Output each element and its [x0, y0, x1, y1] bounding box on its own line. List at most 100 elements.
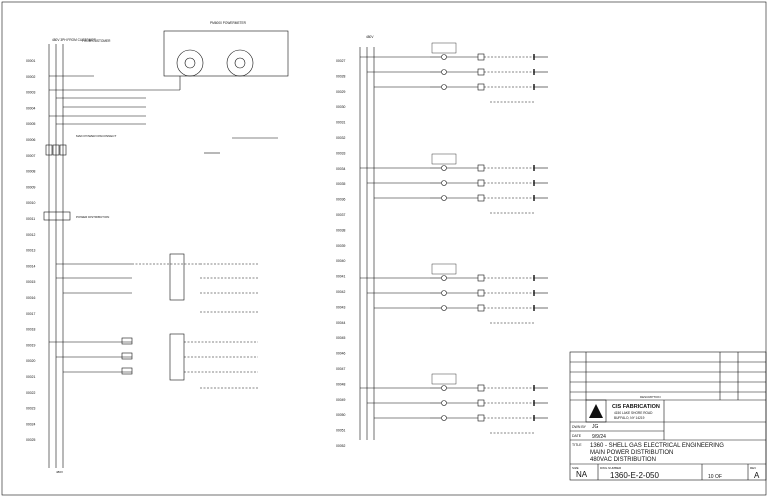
current-transformer-block-1	[169, 253, 185, 301]
rung-number: 00030	[336, 105, 346, 109]
motor-branch-group	[360, 373, 548, 434]
title-block: DESCRIPTION CIS FABRICATION 4150 LAKE SH…	[569, 351, 767, 481]
rung-number: 00041	[336, 275, 346, 279]
distribution-terminal-block	[43, 211, 71, 221]
size-label: SIZE	[572, 466, 579, 470]
dwg-number-label: DWG NUMBER	[600, 466, 622, 470]
rung-number: 00009	[26, 185, 36, 189]
contactor-symbol	[477, 289, 485, 297]
revision-description-label: DESCRIPTION	[640, 395, 661, 399]
rung-number: 00021	[26, 375, 36, 379]
contactor-symbol	[477, 399, 485, 407]
rung-number: 00036	[336, 198, 346, 202]
rung-number: 00039	[336, 244, 346, 248]
motor-branch-group	[360, 263, 548, 324]
contactor-symbol	[477, 53, 485, 61]
branch-circuit-group-1	[56, 253, 258, 313]
rung-number: 00012	[26, 233, 36, 237]
breaker-symbol	[441, 415, 447, 421]
drawn-by-label: DWN BY	[572, 425, 587, 429]
rung-number: 00010	[26, 201, 36, 205]
rung-number: 00002	[26, 75, 36, 79]
rung-number: 00023	[26, 407, 36, 411]
contactor-symbol	[477, 194, 485, 202]
rung-number: 00013	[26, 249, 36, 253]
breaker-symbol	[441, 84, 447, 90]
rung-number: 00044	[336, 321, 346, 325]
powermeter-label: PM6000 POWERMETER	[210, 21, 247, 25]
main-fuse-l2	[52, 144, 60, 156]
rung-number: 00027	[336, 59, 346, 63]
motor-branch-group	[360, 42, 548, 103]
rung-number: 00033	[336, 151, 346, 155]
rung-number: 00049	[336, 398, 346, 402]
title-label: TITLE	[572, 443, 582, 447]
motor-branch-group	[360, 153, 548, 214]
disconnect-label: MAIN POWER DISCONNECT	[76, 134, 117, 138]
drawing-title-1: 1360 - SHELL GAS ELECTRICAL ENGINEERING	[590, 443, 724, 449]
dwg-number-value: 1360-E-2-050	[610, 471, 659, 480]
date-value: 9/9/24	[592, 434, 606, 440]
branch-circuit-group-2	[49, 333, 258, 389]
rung-number: 00015	[26, 280, 36, 284]
left-ladder: 480V 3PH FROM CUSTOMER FROM CUSTOMER PM6…	[43, 21, 289, 474]
breaker-symbol	[441, 275, 447, 281]
rung-number: 00046	[336, 352, 346, 356]
right-rung-numbers: 0002700028000290003000031000320003300034…	[336, 59, 346, 448]
rung-number: 00048	[336, 382, 346, 386]
rung-number: 00018	[26, 328, 36, 332]
rung-number: 00038	[336, 228, 346, 232]
breaker-symbol	[441, 290, 447, 296]
rung-number: 00005	[26, 122, 36, 126]
contactor-symbol	[477, 414, 485, 422]
breaker-symbol	[441, 195, 447, 201]
breaker-symbol	[441, 165, 447, 171]
rung-number: 00051	[336, 429, 346, 433]
rung-number: 00043	[336, 305, 346, 309]
breaker-symbol	[441, 180, 447, 186]
company-address-2: BUFFALO, NY 14219	[614, 416, 645, 420]
contactor-symbol	[477, 83, 485, 91]
rung-number: 00008	[26, 170, 36, 174]
rung-number: 00003	[26, 91, 36, 95]
right-circuit-groups	[360, 42, 548, 434]
contactor-symbol	[477, 68, 485, 76]
breaker-symbol	[441, 54, 447, 60]
right-top-voltage-label: 480V	[366, 35, 374, 39]
rung-number: 00037	[336, 213, 346, 217]
rung-number: 00024	[26, 422, 36, 426]
rung-number: 00004	[26, 106, 36, 110]
current-transformer-block-2	[169, 333, 185, 381]
left-rung-numbers: 0000100002000030000400005000060000700008…	[26, 59, 36, 442]
right-ladder: 480V	[359, 35, 374, 440]
company-name: CIS FABRICATION	[612, 404, 660, 410]
rung-number: 00031	[336, 121, 346, 125]
rung-number: 00014	[26, 264, 36, 268]
company-logo-mark	[589, 404, 603, 418]
rung-number: 00020	[26, 359, 36, 363]
rung-number: 00011	[26, 217, 35, 221]
breaker-symbol	[441, 385, 447, 391]
rung-number: 00032	[336, 136, 346, 140]
drawing-title-2: MAIN POWER DISTRIBUTION	[590, 450, 673, 456]
ground-label: FROM CUSTOMER	[82, 39, 111, 43]
bus-label: POWER DISTRIBUTION	[76, 215, 109, 219]
drawn-by-value: JG	[592, 424, 599, 430]
bottom-voltage-label: 480V	[56, 470, 63, 474]
rung-number: 00025	[26, 438, 36, 442]
contactor-symbol	[477, 384, 485, 392]
rung-number: 00029	[336, 90, 346, 94]
rung-number: 00045	[336, 336, 346, 340]
rev-value: A	[754, 471, 760, 480]
contactor-symbol	[477, 179, 485, 187]
incoming-label: 480V 3PH FROM CUSTOMER	[52, 38, 97, 42]
current-transformer-1	[176, 49, 204, 77]
company-address-1: 4150 LAKE SHORE ROAD	[614, 411, 653, 415]
rung-number: 00007	[26, 154, 36, 158]
rev-label: REV	[750, 466, 756, 470]
rung-number: 00019	[26, 343, 36, 347]
rung-number: 00035	[336, 182, 346, 186]
